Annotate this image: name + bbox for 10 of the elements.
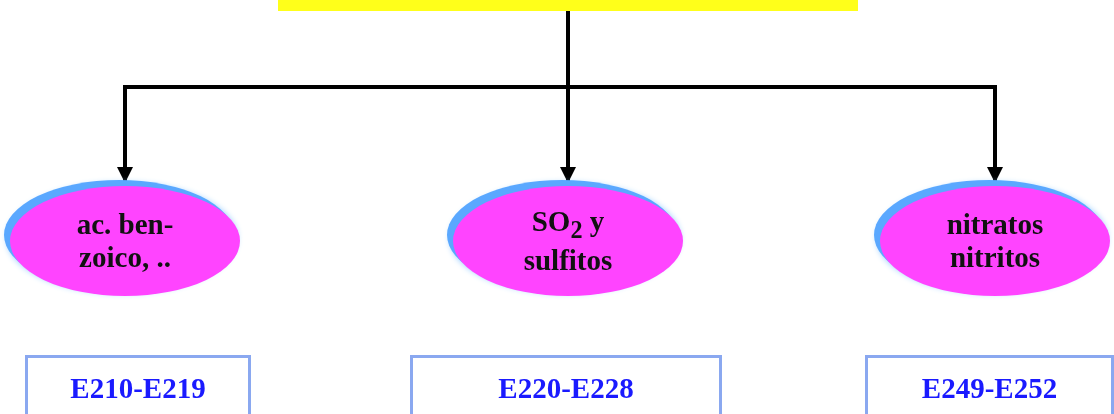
code-box: [410, 355, 722, 414]
node-label: E210-E219: [70, 372, 206, 405]
node-label: ac. ben- zoico, ..: [75, 207, 175, 275]
node-label: E249-E252: [921, 372, 1058, 405]
code-box: [25, 355, 251, 414]
code-box: [865, 355, 1114, 414]
header-bar: [278, 0, 858, 11]
node-label: SO$_{2}$ y sulfitos: [522, 205, 614, 277]
node-label: E220-E228: [498, 372, 634, 405]
node-label: nitratos nitritos: [945, 207, 1045, 275]
